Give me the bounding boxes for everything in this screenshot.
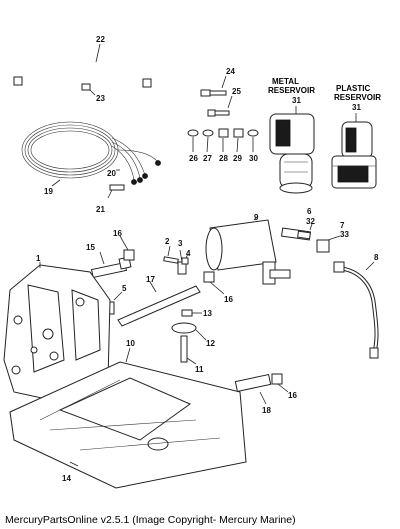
washer-27[interactable] bbox=[202, 129, 214, 137]
callout-20: 20 bbox=[107, 169, 116, 178]
wire-harness-19[interactable] bbox=[21, 121, 159, 181]
callout-5: 5 bbox=[122, 284, 127, 293]
callout-21: 21 bbox=[96, 205, 105, 214]
plastic-reservoir-label-1: PLASTIC bbox=[336, 84, 370, 93]
callout-30: 30 bbox=[249, 154, 258, 163]
hose-assembly-22[interactable] bbox=[13, 60, 152, 88]
callout-26: 26 bbox=[189, 154, 198, 163]
callout-22: 22 bbox=[96, 35, 105, 44]
callout-24: 24 bbox=[226, 67, 235, 76]
callout-18: 18 bbox=[262, 406, 271, 415]
shaft-17[interactable] bbox=[117, 285, 201, 327]
plastic-reservoir-label-2: RESERVOIR bbox=[334, 93, 381, 102]
bolt-24[interactable] bbox=[200, 89, 227, 97]
callout-8: 8 bbox=[374, 253, 379, 262]
callout-7: 7 bbox=[340, 221, 345, 230]
callout-28: 28 bbox=[219, 154, 228, 163]
callout-16-a: 16 bbox=[113, 229, 122, 238]
callout-33: 33 bbox=[340, 230, 349, 239]
callout-16-b: 16 bbox=[224, 295, 233, 304]
transom-bracket-1[interactable] bbox=[3, 264, 111, 403]
trim-cylinder-9[interactable] bbox=[205, 219, 291, 285]
callout-4: 4 bbox=[186, 249, 191, 258]
nut-16-c[interactable] bbox=[271, 373, 283, 385]
washer-12[interactable] bbox=[171, 322, 197, 334]
callout-1: 1 bbox=[36, 254, 41, 263]
nut-7[interactable] bbox=[316, 239, 330, 253]
nut-16-b[interactable] bbox=[203, 271, 215, 283]
callout-31-metal: 31 bbox=[292, 96, 301, 105]
callout-25: 25 bbox=[232, 87, 241, 96]
washer-26[interactable] bbox=[187, 129, 199, 137]
fuse-21[interactable] bbox=[109, 184, 125, 191]
callout-31-plastic: 31 bbox=[352, 103, 361, 112]
callout-11: 11 bbox=[195, 365, 204, 374]
callout-17: 17 bbox=[146, 275, 155, 284]
metal-reservoir-label-2: RESERVOIR bbox=[268, 86, 315, 95]
callout-15: 15 bbox=[86, 243, 95, 252]
screw-13[interactable] bbox=[181, 309, 193, 317]
pump-metal-reservoir-31[interactable] bbox=[269, 113, 315, 194]
callout-19: 19 bbox=[44, 187, 53, 196]
shaft-6[interactable] bbox=[281, 227, 311, 241]
callout-9: 9 bbox=[254, 213, 259, 222]
base-plate-14[interactable] bbox=[9, 361, 247, 489]
callout-12: 12 bbox=[206, 339, 215, 348]
metal-reservoir-label-1: METAL bbox=[272, 77, 299, 86]
callout-10: 10 bbox=[126, 339, 135, 348]
bolt-25[interactable] bbox=[207, 109, 230, 117]
callout-14: 14 bbox=[62, 474, 71, 483]
callout-27: 27 bbox=[203, 154, 212, 163]
nut-16-a[interactable] bbox=[123, 249, 135, 261]
pin-2[interactable] bbox=[163, 256, 179, 264]
callout-3: 3 bbox=[178, 239, 183, 248]
callout-23: 23 bbox=[96, 94, 105, 103]
stud-11[interactable] bbox=[180, 335, 188, 363]
nut-28[interactable] bbox=[218, 128, 229, 138]
pin-18[interactable] bbox=[234, 373, 272, 393]
callout-32: 32 bbox=[306, 217, 315, 226]
washer-30[interactable] bbox=[247, 129, 259, 137]
nut-29[interactable] bbox=[233, 128, 244, 138]
pump-plastic-reservoir-31[interactable] bbox=[331, 121, 377, 189]
connectors-20[interactable] bbox=[131, 160, 161, 185]
callout-2: 2 bbox=[165, 237, 170, 246]
footer-copyright: MercuryPartsOnline v2.5.1 (Image Copyrig… bbox=[5, 514, 296, 526]
callout-16-c: 16 bbox=[288, 391, 297, 400]
callout-13: 13 bbox=[203, 309, 212, 318]
callout-29: 29 bbox=[233, 154, 242, 163]
retainer-4[interactable] bbox=[181, 257, 189, 265]
fitting-23[interactable] bbox=[81, 83, 91, 91]
callout-6: 6 bbox=[307, 207, 312, 216]
hose-8[interactable] bbox=[333, 261, 379, 359]
exploded-parts-diagram: 22 23 19 20 21 24 25 bbox=[3, 35, 381, 489]
